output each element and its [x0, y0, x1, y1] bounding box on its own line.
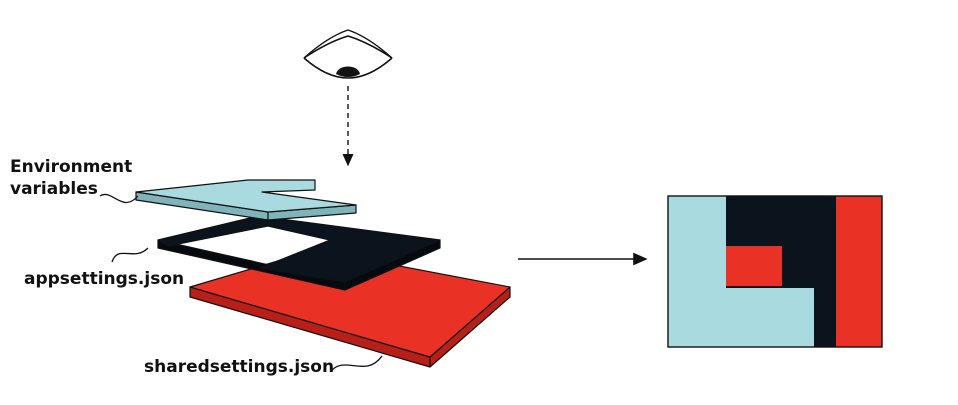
sharedsettings-layer	[189, 249, 511, 368]
eye-icon	[303, 29, 393, 79]
appsettings-label: appsettings.json	[24, 269, 185, 289]
sharedsettings-label: sharedsettings.json	[144, 357, 335, 377]
environment-variables-label: Environment variables	[10, 156, 132, 200]
appsettings-layer	[157, 215, 441, 291]
shared-leader-line	[331, 355, 383, 371]
environment-variables-label-line1: Environment	[10, 157, 133, 177]
environment-variables-label-line2: variables	[10, 179, 98, 199]
env-leader-line	[99, 193, 139, 203]
app-leader-line	[111, 247, 149, 263]
merged-result-view	[667, 195, 883, 348]
environment-variables-layer	[135, 179, 357, 221]
